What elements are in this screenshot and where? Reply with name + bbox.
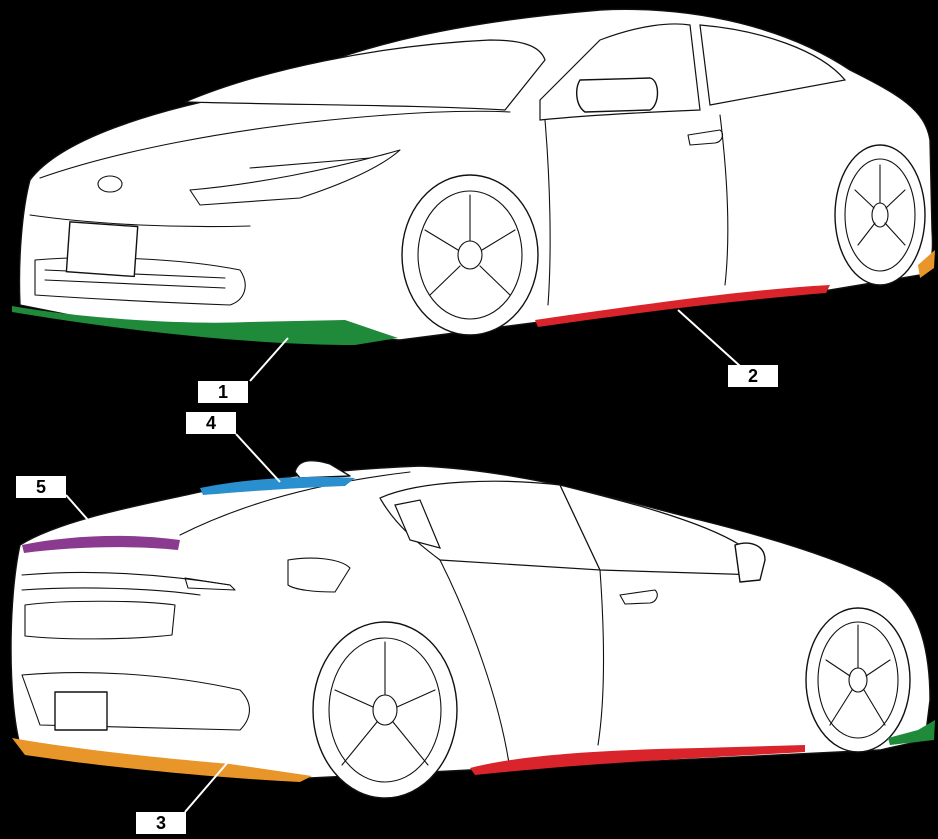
side-skirt-part-2-rear-view	[470, 745, 805, 775]
leader-line-4	[235, 433, 281, 483]
front-wheel-rear-view	[805, 607, 911, 753]
trunk-spoiler-part-5	[22, 535, 180, 553]
front-view-car	[12, 8, 935, 382]
side-skirt-part-2	[535, 285, 830, 327]
front-lip-spoiler-part-1-rear-view	[888, 720, 935, 745]
rear-diffuser-part-3	[12, 738, 312, 782]
rear-wheel	[834, 144, 926, 286]
leader-line-3	[184, 761, 229, 813]
callout-label-2: 2	[728, 365, 778, 387]
front-lip-spoiler-part-1	[12, 306, 398, 345]
callout-label-4: 4	[186, 412, 236, 434]
callout-label-3: 3	[136, 812, 186, 834]
leader-line-5	[65, 494, 96, 529]
roof-spoiler-part-4	[200, 476, 355, 495]
rear-wheel-rear-view	[312, 621, 458, 799]
callout-label-1: 1	[198, 381, 248, 403]
rear-view-car	[10, 433, 935, 813]
callout-label-5: 5	[16, 476, 66, 498]
leader-line-2	[677, 309, 741, 367]
front-wheel	[401, 174, 539, 336]
rear-diffuser-part-3-front-view	[918, 250, 935, 278]
leader-line-1	[249, 337, 289, 382]
